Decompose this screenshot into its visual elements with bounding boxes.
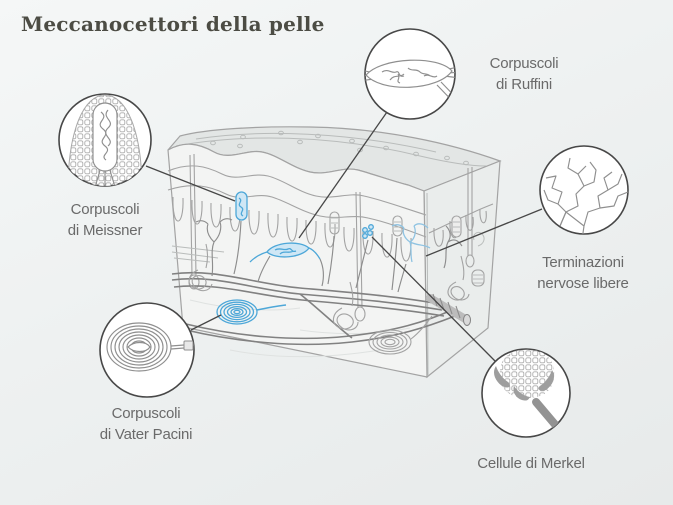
meissner-illustration — [67, 94, 143, 186]
label-ruffini: Corpuscoli di Ruffini — [444, 53, 604, 96]
callout-line-ruffini — [298, 111, 388, 239]
label-merkel: Cellule di Merkel — [451, 453, 611, 474]
skin-pores — [210, 130, 469, 166]
skin-right-face — [423, 160, 501, 379]
page-title: Meccanocettori della pelle — [21, 12, 325, 36]
label-pacini: Corpuscoli di Vater Pacini — [66, 403, 226, 446]
pacinian-corpuscle-gray — [368, 315, 433, 355]
label-pacini-line2: di Vater Pacini — [99, 426, 193, 444]
label-free-nerve-line1: Terminazioni — [542, 254, 624, 271]
skin-front-face — [167, 143, 471, 378]
nerve-trunk-bundle — [171, 271, 456, 346]
hair-follicle-center — [354, 191, 366, 322]
merkel-callout-circle — [481, 348, 571, 438]
callout-line-merkel — [371, 236, 496, 362]
label-meissner-line1: Corpuscoli — [70, 201, 140, 218]
label-meissner: Corpuscoli di Meissner — [25, 199, 185, 242]
callout-line-meissner — [145, 165, 236, 202]
callout-line-free-nerve — [425, 208, 543, 257]
merkel-cells-highlight — [362, 224, 374, 239]
merkel-nerve-terminals — [494, 366, 554, 401]
nerve-branches — [195, 218, 407, 293]
hair-follicle-left — [188, 153, 200, 290]
collagen-streaks — [171, 245, 225, 263]
label-ruffini-line1: Corpuscoli — [489, 55, 559, 72]
free-nerve-endings-highlight — [391, 223, 431, 263]
callout-line-pacini — [190, 314, 222, 331]
label-ruffini-line2: di Ruffini — [495, 76, 553, 94]
free-nerve-illustration — [543, 157, 628, 234]
callout-lines — [145, 111, 543, 362]
pacini-callout-circle — [99, 302, 195, 398]
label-meissner-line2: di Meissner — [67, 222, 143, 240]
label-free-nerve: Terminazioni nervose libere — [503, 252, 663, 295]
pacini-illustration — [106, 322, 194, 372]
meissner-corpuscle-highlight — [235, 191, 248, 221]
meissner-callout-circle — [58, 93, 152, 187]
pacinian-corpuscle-highlight — [216, 299, 287, 325]
merkel-illustration — [494, 349, 567, 437]
free-nerve-callout-circle — [539, 145, 629, 235]
label-free-nerve-line2: nervose libere — [537, 275, 629, 293]
epidermis-layers — [167, 165, 427, 238]
label-merkel-line1: Cellule di Merkel — [477, 455, 585, 472]
skin-block-illustration — [167, 126, 502, 379]
label-pacini-line1: Corpuscoli — [111, 405, 181, 422]
ruffini-callout-circle — [364, 28, 456, 120]
sweat-gland-center — [332, 281, 359, 331]
ruffini-corpuscle-highlight — [249, 242, 321, 263]
sweat-gland-left — [188, 243, 213, 292]
